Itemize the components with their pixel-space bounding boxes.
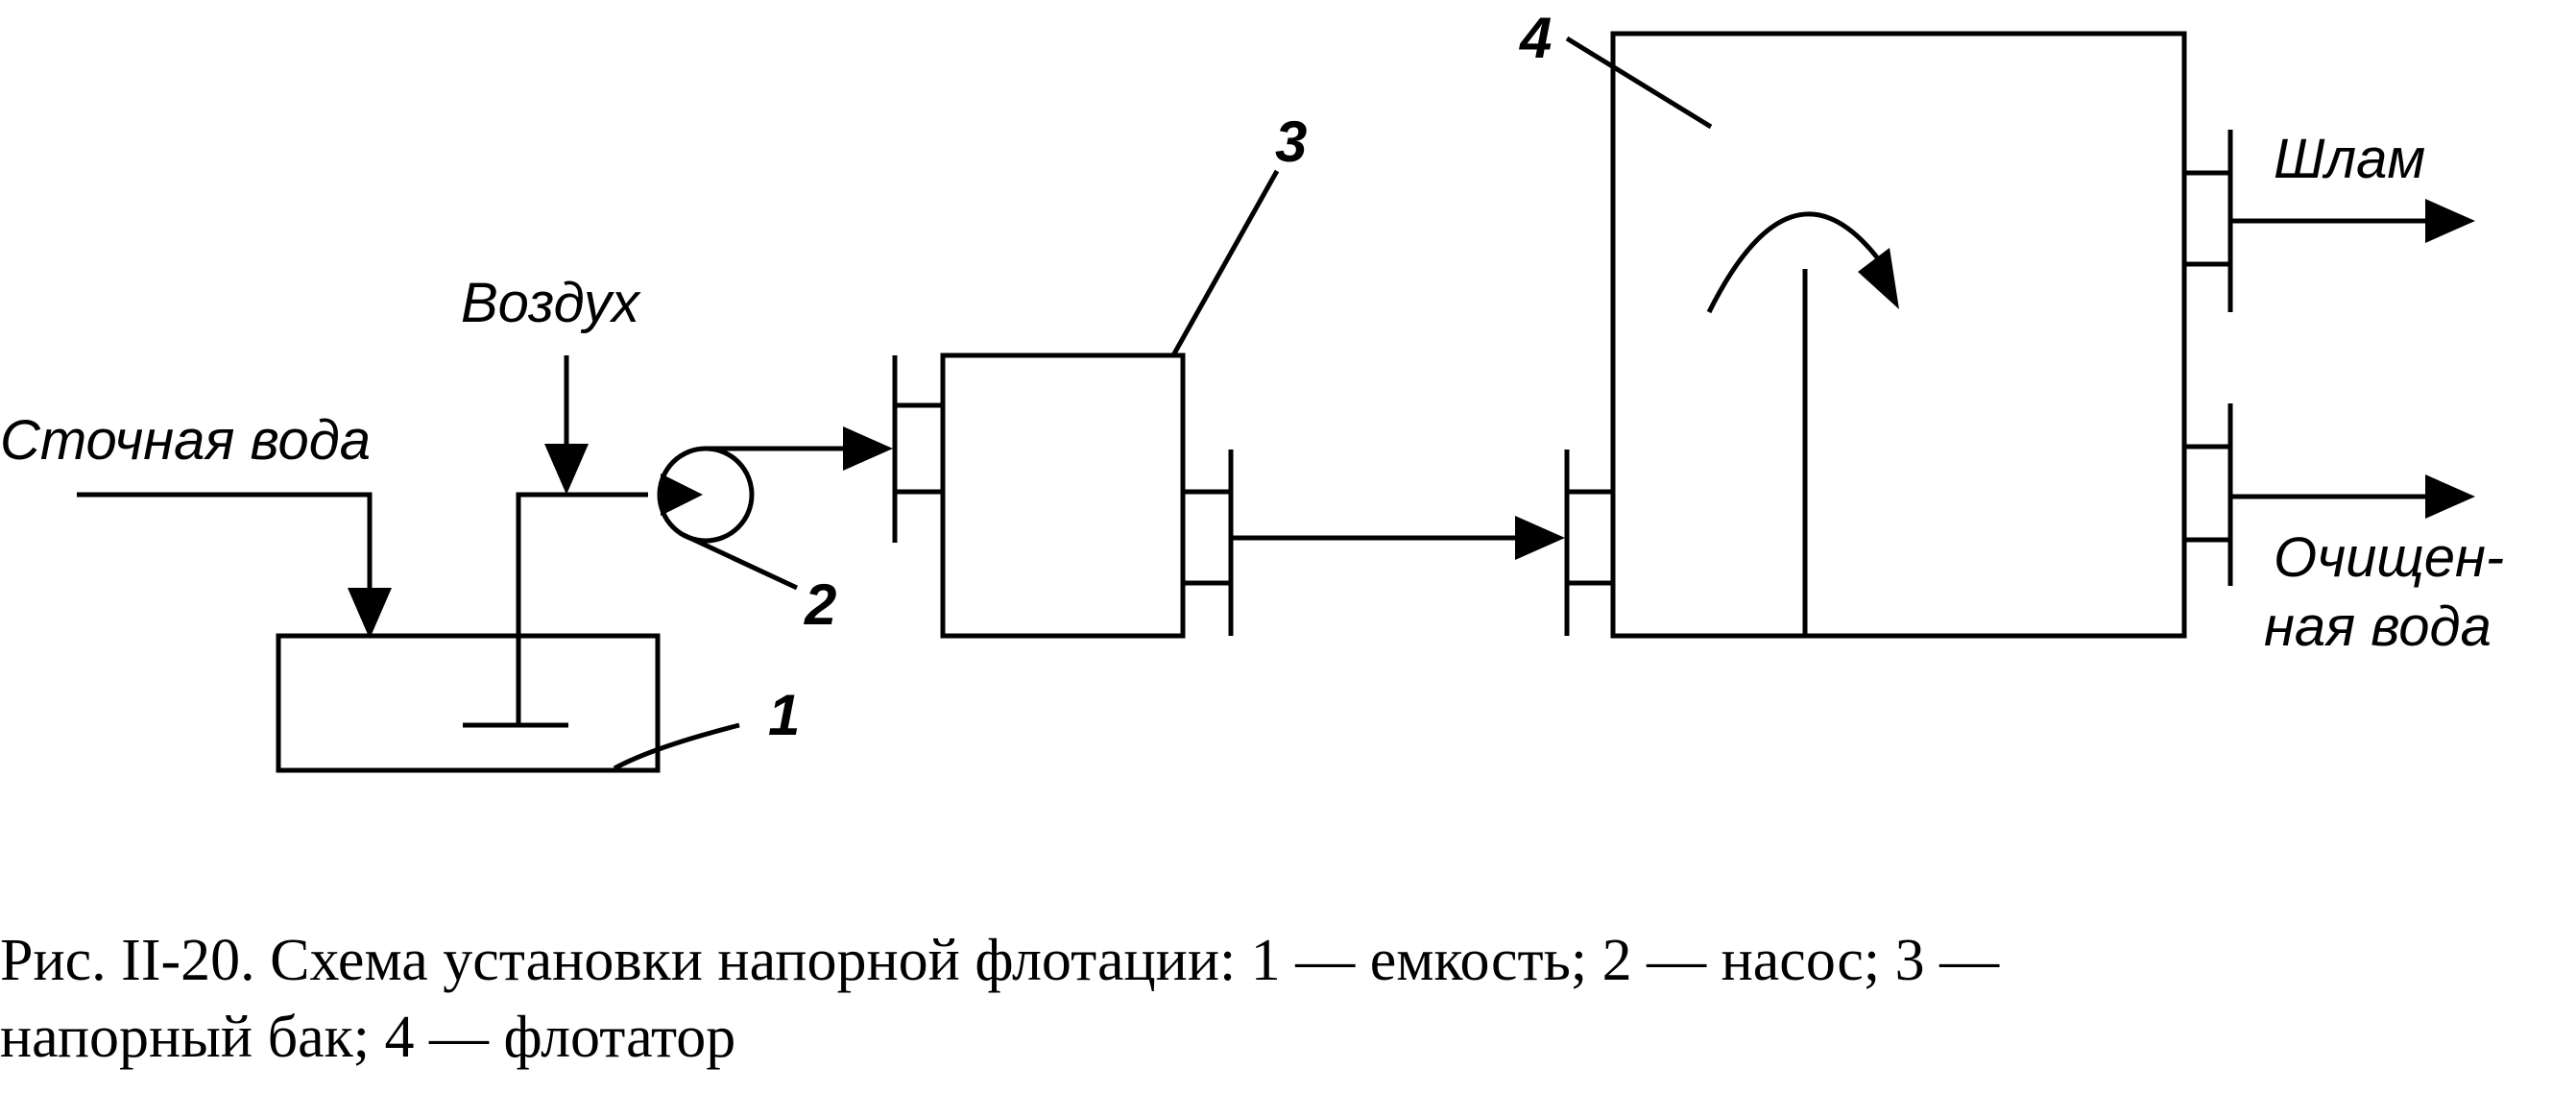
pressure-tank [940,352,1186,639]
flotator-flow-arrowhead [1858,248,1899,309]
wastewater-inlet-arrow [77,492,392,639]
flotator-leader [1565,36,1713,130]
flotator [1610,31,2187,639]
figure-caption: Рис. II-20. Схема установки напорной фло… [0,922,2576,1076]
sludge-outlet-arrow [2230,199,2475,243]
flotator-inlet-flange [1564,450,1613,636]
treated-water-outlet-flange [2184,403,2233,586]
tank-1-number: 1 [768,683,800,747]
tank-3-inlet-flange [892,355,943,543]
tank-1-leader [613,722,740,771]
air-diffuser [463,492,648,728]
air-inlet-arrow [544,355,589,495]
sludge-outlet-flange [2184,130,2233,312]
tank-1 [276,633,661,773]
pressure-tank-number: 3 [1275,109,1307,174]
treated-water-label-line1: Очищен- [2274,526,2504,589]
pump-inlet-arrowhead [661,474,703,516]
sludge-label: Шлам [2274,128,2425,190]
treated-water-label-line2: ная вода [2264,595,2492,658]
flotator-number: 4 [1519,6,1552,70]
tank-to-flotator-arrow [1231,516,1565,560]
wastewater-label: Сточная вода [0,409,371,472]
tank-3-outlet-flange [1183,450,1234,636]
pump-leader [682,532,799,591]
air-label: Воздух [461,272,641,334]
treated-water-outlet-arrow [2230,474,2475,519]
pressure-tank-leader [1170,169,1280,357]
pump-number: 2 [804,572,836,637]
flotator-flow-arc [1706,211,1879,314]
pump-to-tank-arrow [706,426,893,471]
figure-caption-line2: напорный бак; 4 — флотатор [0,1005,736,1070]
figure-caption-line1: Рис. II-20. Схема установки напорной фло… [0,928,2000,993]
